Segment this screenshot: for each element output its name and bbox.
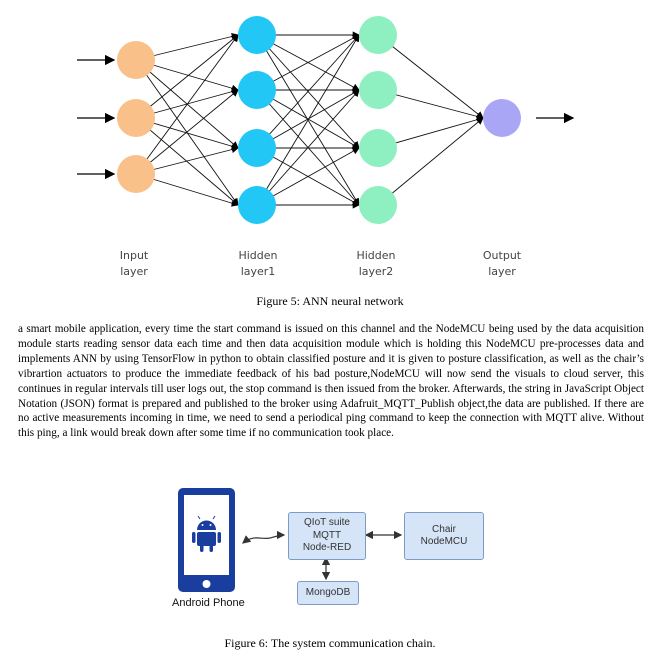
android-phone-label: Android Phone <box>172 597 245 609</box>
neuron-layer0-2 <box>117 155 155 193</box>
communication-chain-diagram <box>178 488 403 592</box>
body-paragraph: a smart mobile application, every time t… <box>18 323 644 440</box>
mongodb-box: MongoDB <box>297 581 359 605</box>
edge-l2-n3-to-n0 <box>377 117 484 206</box>
neuron-layer0-0 <box>117 41 155 79</box>
neuron-layer1-0 <box>238 16 276 54</box>
neuron-layer2-3 <box>359 186 397 224</box>
phone-server-link <box>242 530 286 544</box>
edge-l0-n1-to-n3 <box>135 117 239 206</box>
neuron-layer1-1 <box>238 71 276 109</box>
edge-l1-n2-to-n0 <box>256 34 360 149</box>
chair-box-line1: Chair <box>432 523 456 535</box>
connection-lines <box>135 31 484 209</box>
edge-l1-n2-to-n1 <box>256 89 360 149</box>
server-box-line2: MQTT <box>312 529 342 541</box>
neuron-layer0-1 <box>117 99 155 137</box>
phone-icon <box>178 488 235 592</box>
android-robot-icon <box>192 515 221 552</box>
ann-diagram <box>77 16 575 224</box>
neuron-nodes <box>117 16 521 224</box>
neuron-layer3-0 <box>483 99 521 137</box>
edge-l1-n1-to-n0 <box>256 34 360 91</box>
neuron-layer1-3 <box>238 186 276 224</box>
edge-l0-n2-to-n1 <box>135 89 239 175</box>
figure6-caption: Figure 6: The system communication chain… <box>224 636 436 650</box>
chair-box: Chair NodeMCU <box>404 512 484 560</box>
chair-box-line2: NodeMCU <box>420 536 468 547</box>
edge-l1-n3-to-n1 <box>256 89 360 206</box>
edge-l2-n0-to-n0 <box>377 34 484 119</box>
server-box: QIoT suite MQTT Node-RED <box>288 512 366 560</box>
neuron-layer2-0 <box>359 16 397 54</box>
neuron-layer2-1 <box>359 71 397 109</box>
neuron-layer2-2 <box>359 129 397 167</box>
figure5-caption: Figure 5: ANN neural network <box>256 294 404 308</box>
edge-l0-n2-to-n0 <box>135 34 239 175</box>
neuron-layer1-2 <box>238 129 276 167</box>
server-box-line3: Node-RED <box>302 542 352 554</box>
input-output-arrows <box>77 54 575 180</box>
edge-l1-n3-to-n2 <box>256 147 360 206</box>
edge-l0-n1-to-n0 <box>135 34 239 119</box>
edge-l1-n3-to-n0 <box>256 34 360 206</box>
server-box-line1: QIoT suite <box>304 517 350 529</box>
